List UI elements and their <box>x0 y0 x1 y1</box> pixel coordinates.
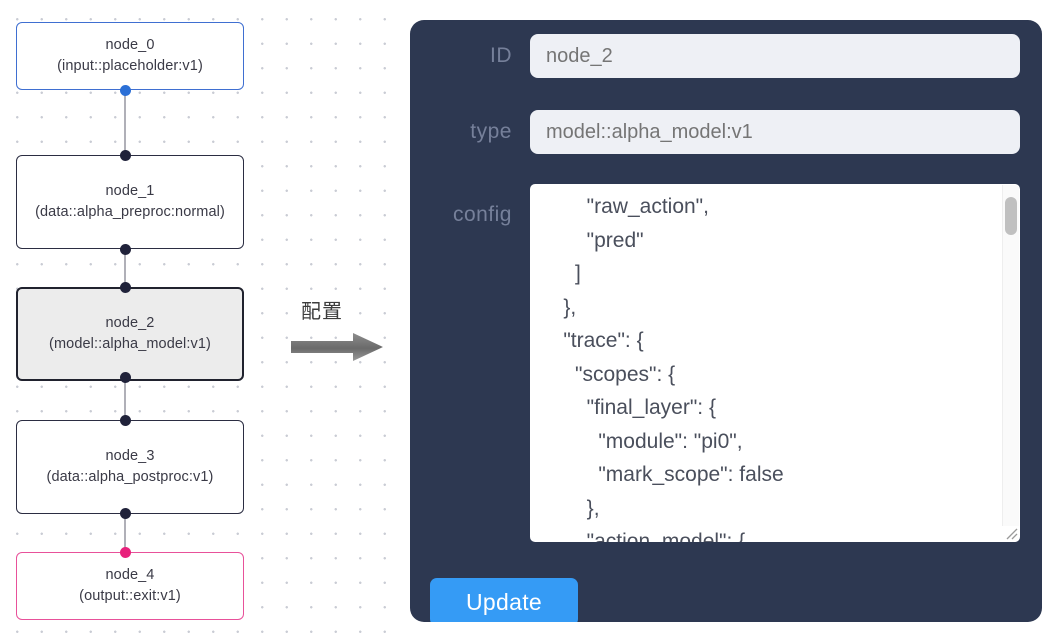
node_0-text: node_0 (input::placeholder:v1) <box>57 35 203 77</box>
field-row-type: type <box>410 110 1042 154</box>
handle-node_4-in[interactable] <box>119 547 131 558</box>
handle-node_1-in[interactable] <box>119 150 131 161</box>
field-row-config: config "raw_action", "pred" ] }, "trace"… <box>410 184 1042 542</box>
graph-node-node_3[interactable]: node_3 (data::alpha_postproc:v1) <box>16 420 244 514</box>
node_2-text: node_2 (model::alpha_model:v1) <box>49 313 211 355</box>
handle-node_1-out[interactable] <box>119 244 131 255</box>
node_3-text: node_3 (data::alpha_postproc:v1) <box>47 446 214 488</box>
handle-node_3-out[interactable] <box>119 508 131 519</box>
field-row-id: ID <box>410 34 1042 78</box>
config-field-label: config <box>452 203 512 226</box>
config-textarea[interactable]: "raw_action", "pred" ] }, "trace": { "sc… <box>530 184 1020 542</box>
node_0-type: (input::placeholder:v1) <box>57 58 203 74</box>
node_4-text: node_4 (output::exit:v1) <box>79 565 181 607</box>
edge-node0-node1 <box>124 90 126 160</box>
edge-node1-node2 <box>124 248 126 290</box>
node_4-id: node_4 <box>105 567 155 583</box>
config-textarea-wrap: "raw_action", "pred" ] }, "trace": { "sc… <box>530 184 1020 542</box>
config-scrollbar[interactable] <box>1002 185 1019 526</box>
config-panel: ID type config "raw_action", "pred" ] },… <box>410 20 1042 622</box>
graph-node-node_1[interactable]: node_1 (data::alpha_preproc:normal) <box>16 155 244 249</box>
arrow-right-icon <box>291 333 383 361</box>
node_3-id: node_3 <box>105 448 155 464</box>
config-scroll-thumb[interactable] <box>1005 197 1017 235</box>
graph-node-node_4[interactable]: node_4 (output::exit:v1) <box>16 552 244 620</box>
flow-area: node_0 (input::placeholder:v1) node_1 (d… <box>0 0 400 643</box>
node_1-type: (data::alpha_preproc:normal) <box>35 204 225 220</box>
transition-label: 配置 <box>301 299 343 323</box>
handle-node_2-in[interactable] <box>119 282 131 293</box>
node_1-text: node_1 (data::alpha_preproc:normal) <box>35 181 225 223</box>
transition-annotation: 配置 <box>285 295 400 370</box>
id-input[interactable] <box>530 34 1020 78</box>
handle-node_3-in[interactable] <box>119 415 131 426</box>
edge-node3-node4 <box>124 512 126 550</box>
handle-node_2-out[interactable] <box>119 372 131 383</box>
type-input[interactable] <box>530 110 1020 154</box>
edge-node2-node3 <box>124 376 126 421</box>
update-button[interactable]: Update <box>430 578 578 622</box>
node_4-type: (output::exit:v1) <box>79 588 181 604</box>
node_0-id: node_0 <box>105 37 155 53</box>
id-field-label: ID <box>490 44 512 67</box>
type-field-label: type <box>470 120 512 143</box>
resize-grip-icon[interactable] <box>1002 524 1018 540</box>
handle-node_0-out[interactable] <box>119 85 131 96</box>
node_2-type: (model::alpha_model:v1) <box>49 336 211 352</box>
graph-node-node_2[interactable]: node_2 (model::alpha_model:v1) <box>16 287 244 381</box>
graph-node-node_0[interactable]: node_0 (input::placeholder:v1) <box>16 22 244 90</box>
node_1-id: node_1 <box>105 183 155 199</box>
graph-canvas[interactable]: node_0 (input::placeholder:v1) node_1 (d… <box>0 0 400 643</box>
node_3-type: (data::alpha_postproc:v1) <box>46 469 214 485</box>
node_2-id: node_2 <box>105 315 155 331</box>
